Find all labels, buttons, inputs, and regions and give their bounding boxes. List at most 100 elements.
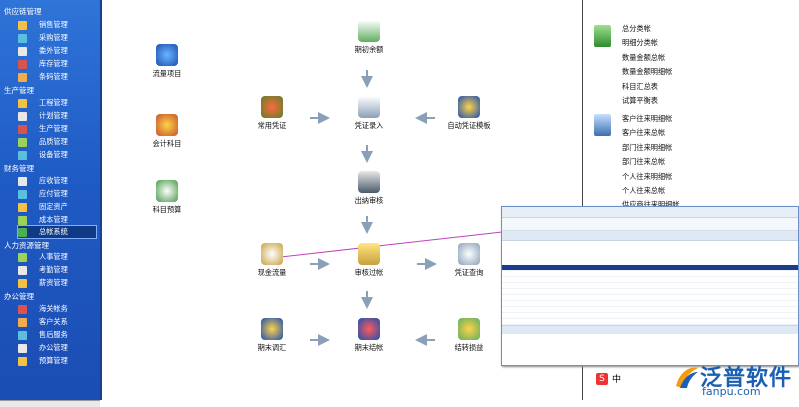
pointer-line [271,231,503,259]
sidebar-item-after-sales[interactable]: 售后服务 [18,329,96,341]
sales-icon [18,20,27,30]
sidebar-item-quality[interactable]: 品质管理 [18,136,96,148]
detail-header [502,325,798,334]
quality-icon [18,137,27,147]
report-qty-amount-ledger[interactable]: 数量金额总帐 [622,52,666,62]
account-subject-icon [156,114,178,136]
report-detail-ledger[interactable]: 明细分类帐 [622,38,658,48]
sidebar-item-equipment[interactable]: 设备管理 [18,149,96,161]
sidebar-item-crm[interactable]: 客户关系 [18,316,96,328]
auto-template-icon [458,96,480,118]
report-supplier-detail[interactable]: 供应商往来明细帐 [622,200,680,210]
flow-arrows [271,70,503,346]
ledger-icon [18,227,27,237]
node-opening-balance[interactable]: 期初余额 [339,20,399,55]
sidebar-item-engineering[interactable]: 工程管理 [18,97,96,109]
node-voucher-query[interactable]: 凭证查询 [439,243,499,278]
node-cashier-review[interactable]: 出纳审核 [339,171,399,206]
node-voucher-entry[interactable]: 凭证录入 [339,96,399,131]
node-carry-forward[interactable]: 结转损益 [439,318,499,353]
node-common-voucher[interactable]: 常用凭证 [242,96,302,131]
window-toolbar [502,207,798,218]
sidebar-item-inventory[interactable]: 库存管理 [18,58,96,70]
brand-mark-icon [676,367,698,388]
report-qty-amount-detail[interactable]: 数量金额明细帐 [622,67,673,77]
report-customer-detail[interactable]: 客户往来明细帐 [622,114,673,123]
sogou-icon: S [596,372,608,385]
sidebar-item-office[interactable]: 办公管理 [18,342,96,354]
report-customer-total[interactable]: 客户往来总帐 [622,128,666,138]
section-title: 人力资源管理 [4,241,49,250]
common-voucher-icon [261,96,283,118]
sidebar-item-receivable[interactable]: 应收管理 [18,175,96,187]
sidebar-item-cost[interactable]: 成本管理 [18,214,96,226]
production-icon [18,124,27,134]
report-dept-detail[interactable]: 部门往来明细帐 [622,142,673,152]
window-filter-bar [502,218,798,231]
table-grid [502,270,798,325]
node-period-end-close[interactable]: 期末结帐 [339,318,399,353]
cash-flow-icon [261,243,283,265]
subject-budget-icon [156,180,178,202]
section-title: 办公管理 [4,292,34,301]
status-bar [0,400,100,407]
report-trial-balance[interactable]: 试算平衡表 [622,95,658,105]
section-title: 供应链管理 [4,7,42,16]
node-cashflow-item[interactable]: 流量项目 [137,44,197,79]
audit-posting-icon [358,243,380,265]
report-general-ledger[interactable]: 总分类帐 [622,24,651,33]
purchase-icon [18,33,27,43]
voucher-query-window[interactable] [501,206,799,366]
equipment-icon [18,150,27,160]
report-personal-detail[interactable]: 个人往来明细帐 [622,171,673,181]
brand-name: 泛普软件 [700,366,793,391]
sidebar-item-purchase[interactable]: 采购管理 [18,32,96,44]
table-header [502,231,798,241]
node-audit-posting[interactable]: 审核过帐 [339,243,399,278]
sidebar: 供应链管理 销售管理 采购管理 委外管理 库存管理 条码管理 生产管理 工程管理… [0,0,102,400]
sidebar-item-planning[interactable]: 计划管理 [18,110,96,122]
sidebar-item-general-ledger[interactable]: 总帐系统 [17,225,97,239]
sidebar-item-attendance[interactable]: 考勤管理 [18,264,96,276]
section-title: 财务管理 [4,164,34,173]
sidebar-item-sales[interactable]: 销售管理 [18,19,96,31]
outsource-icon [18,46,27,56]
exchange-icon [261,318,283,340]
report-subject-summary[interactable]: 科目汇总表 [622,81,658,91]
report-personal-total[interactable]: 个人往来总帐 [622,185,666,195]
node-subject-budget[interactable]: 科目预算 [137,180,197,215]
receivable-icon [18,176,27,186]
selected-row [502,265,798,270]
barcode-icon [18,72,27,82]
sidebar-item-fixed-assets[interactable]: 固定资产 [18,201,96,213]
node-auto-voucher-template[interactable]: 自动凭证模板 [439,96,499,131]
sidebar-item-budget[interactable]: 预算管理 [18,355,96,367]
carry-forward-icon [458,318,480,340]
sidebar-item-payroll[interactable]: 薪资管理 [18,277,96,289]
period-close-icon [358,318,380,340]
node-period-end-exchange[interactable]: 期末调汇 [242,318,302,353]
ledger-book-icon [594,25,611,47]
section-title: 生产管理 [4,86,34,95]
voucher-entry-icon [358,96,380,118]
sidebar-item-payable[interactable]: 应付管理 [18,188,96,200]
office-icon [18,343,27,353]
customs-icon [18,304,27,314]
sidebar-item-barcode[interactable]: 条码管理 [18,71,96,83]
sidebar-item-outsource[interactable]: 委外管理 [18,45,96,57]
report-list-ledgers: 总分类帐 明细分类帐 数量金额总帐 数量金额明细帐 科目汇总表 试算平衡表 [622,24,672,110]
report-dept-total[interactable]: 部门往来总帐 [622,157,666,167]
engineering-icon [18,98,27,108]
brand-logo: 泛普软件 fanpu.com [672,360,793,398]
node-account-subject[interactable]: 会计科目 [137,114,197,149]
ime-toolbar[interactable]: S 中 [596,372,676,385]
inventory-icon [18,59,27,69]
report-list-accounts: 客户往来明细帐 客户往来总帐 部门往来明细帐 部门往来总帐 个人往来明细帐 个人… [622,114,680,215]
sidebar-item-production[interactable]: 生产管理 [18,123,96,135]
cashflow-item-icon [156,44,178,66]
cost-icon [18,215,27,225]
node-cash-flow[interactable]: 现金流量 [242,243,302,278]
sidebar-item-personnel[interactable]: 人事管理 [18,251,96,263]
sidebar-item-customs[interactable]: 海关帐务 [18,303,96,315]
divider [582,0,583,400]
